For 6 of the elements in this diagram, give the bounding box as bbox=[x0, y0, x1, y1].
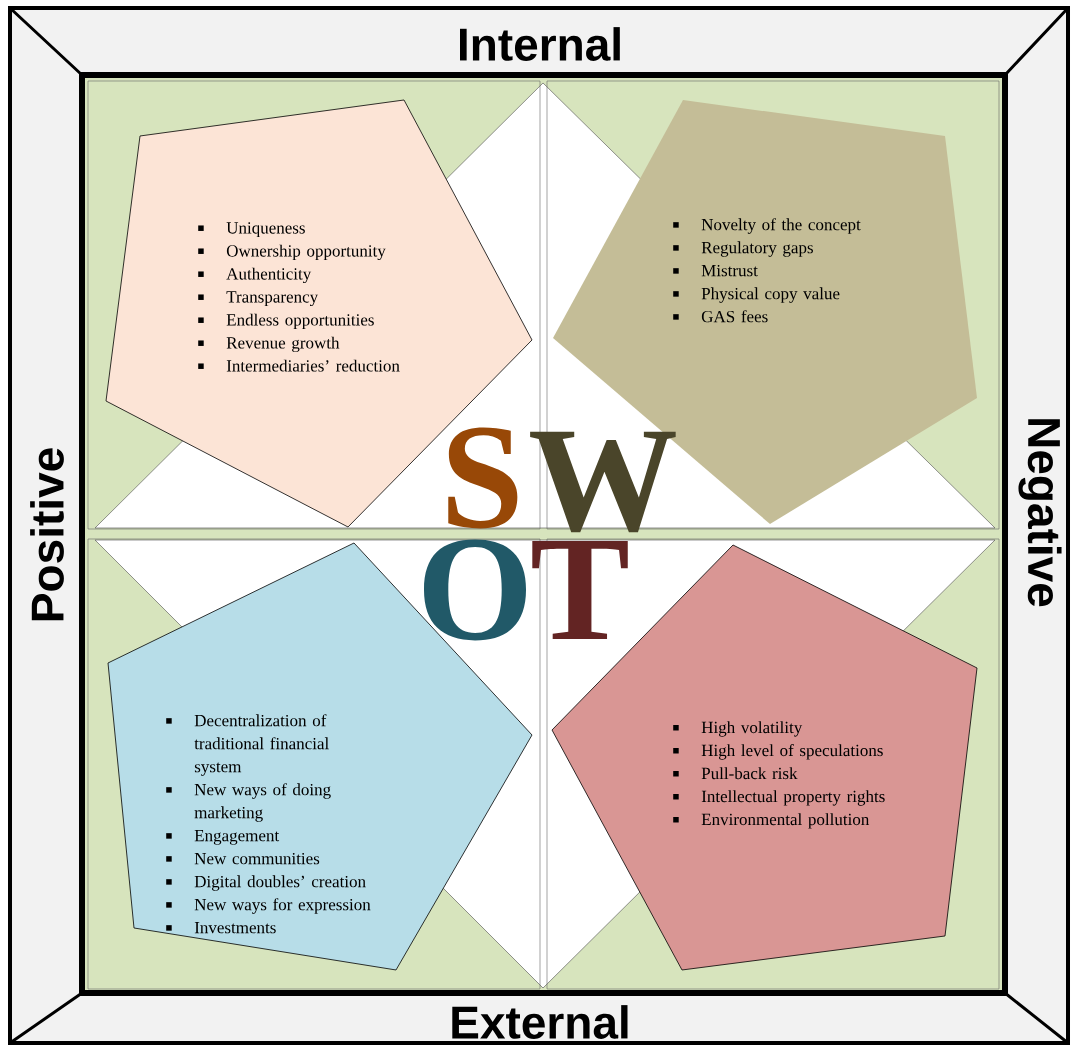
axis-label: Internal bbox=[460, 27, 620, 61]
axis-label: Positive bbox=[30, 448, 64, 621]
axis-label: External bbox=[452, 1005, 628, 1039]
swot-letter: S bbox=[448, 427, 518, 529]
axis-label: Negative bbox=[1018, 419, 1062, 607]
swot-letter: O bbox=[424, 539, 526, 641]
